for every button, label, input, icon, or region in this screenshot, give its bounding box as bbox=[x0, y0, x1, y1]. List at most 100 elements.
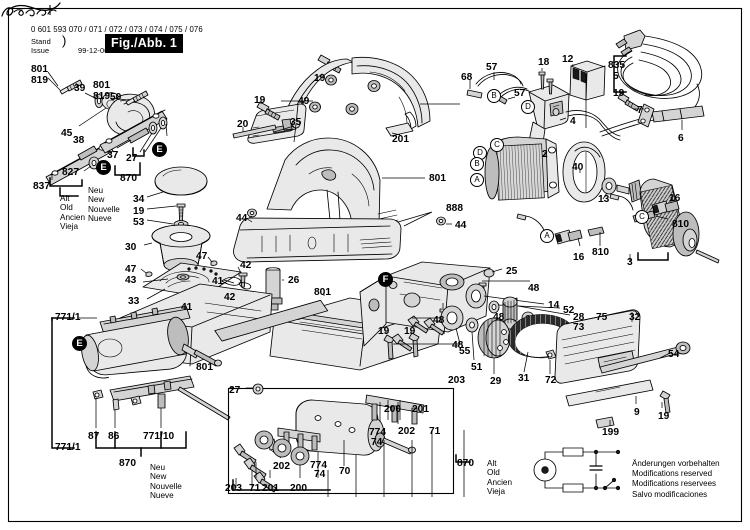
issue-date: 99-12-06 bbox=[78, 46, 109, 55]
callout-801-d: 801 bbox=[314, 287, 331, 298]
vent-888 bbox=[377, 209, 400, 230]
callout-53: 53 bbox=[133, 217, 145, 228]
callout-34: 34 bbox=[133, 194, 145, 205]
bubble-E-1: E bbox=[152, 142, 167, 157]
callout-9: 9 bbox=[634, 407, 640, 418]
callout-52: 52 bbox=[563, 305, 575, 316]
cutter-drum-assembly-new bbox=[231, 383, 425, 493]
callout-72: 72 bbox=[545, 375, 557, 386]
brush-16-810-lower bbox=[516, 213, 605, 247]
callout-48-d: 48 bbox=[452, 340, 464, 351]
callout-40: 40 bbox=[572, 162, 584, 173]
callout-200-b: 200 bbox=[290, 483, 307, 494]
callout-49: 49 bbox=[298, 96, 310, 107]
callout-39: 39 bbox=[74, 83, 86, 94]
callout-199: 199 bbox=[602, 427, 619, 438]
callout-810-b: 810 bbox=[592, 247, 609, 258]
bubble-F-1: F bbox=[378, 272, 393, 287]
callout-50: 50 bbox=[110, 92, 122, 103]
drive-pulley-29 bbox=[477, 317, 511, 374]
issue-label: Issue bbox=[31, 46, 50, 55]
callout-202-b: 202 bbox=[273, 461, 290, 472]
callout-74-b: 74 bbox=[314, 469, 326, 480]
callout-30: 30 bbox=[125, 242, 137, 253]
callout-75: 75 bbox=[596, 312, 608, 323]
callout-774-b: 774 bbox=[310, 460, 327, 471]
callout-819-a: 819 bbox=[31, 75, 48, 86]
brace-glyph: ) bbox=[62, 33, 67, 48]
bubble-E-3: E bbox=[72, 336, 87, 351]
callout-47-b: 47 bbox=[196, 251, 208, 262]
callout-55: 55 bbox=[459, 346, 471, 357]
callout-888: 888 bbox=[446, 203, 463, 214]
callout-203-a: 203 bbox=[448, 375, 465, 386]
bubble-D-1: D bbox=[521, 100, 535, 114]
callout-870-c: 870 bbox=[457, 458, 474, 469]
callout-201-b: 201 bbox=[412, 404, 429, 415]
bubble-A-2: A bbox=[540, 229, 554, 243]
callout-43: 43 bbox=[125, 275, 137, 286]
callout-801-b: 801 bbox=[93, 80, 110, 91]
callout-54: 54 bbox=[668, 349, 680, 360]
callout-19-e: 19 bbox=[404, 326, 416, 337]
cord-assembly bbox=[599, 29, 705, 137]
part-801-819-left bbox=[59, 79, 83, 95]
figure-tag: Fig./Abb. 1 bbox=[105, 34, 184, 53]
callout-19-b: 19 bbox=[314, 73, 326, 84]
callout-5: 5 bbox=[613, 71, 619, 82]
callout-7: 7 bbox=[637, 105, 643, 116]
callout-25: 25 bbox=[506, 266, 518, 277]
note-alt-old-left: Alt Old Ancien Vieja bbox=[60, 194, 86, 231]
callout-6: 6 bbox=[678, 133, 684, 144]
callout-19-a: 19 bbox=[133, 206, 145, 217]
callout-68: 68 bbox=[461, 72, 473, 83]
ring-40 bbox=[562, 141, 606, 203]
callout-201-c: 201 bbox=[262, 483, 279, 494]
bubble-B-1: B bbox=[487, 89, 501, 103]
cutter-drum-assembly-left bbox=[51, 299, 329, 457]
callout-870-a: 870 bbox=[120, 173, 137, 184]
callout-4: 4 bbox=[570, 116, 576, 127]
callout-801-c: 801 bbox=[429, 173, 446, 184]
callout-801-e: 801 bbox=[196, 362, 213, 373]
stand-label: Stand bbox=[31, 37, 51, 46]
callout-801-a: 801 bbox=[31, 64, 48, 75]
callout-13: 13 bbox=[598, 194, 610, 205]
callout-771-10: 771/10 bbox=[143, 431, 175, 442]
wiring-schematic bbox=[533, 447, 621, 493]
callout-42-a: 42 bbox=[240, 260, 252, 271]
callout-29: 29 bbox=[490, 376, 502, 387]
bubble-E-2: E bbox=[96, 160, 111, 175]
callout-771-1-a: 771/1 bbox=[55, 312, 81, 323]
callout-26: 26 bbox=[288, 275, 300, 286]
callout-32: 32 bbox=[629, 312, 641, 323]
callout-48-b: 48 bbox=[493, 312, 505, 323]
callout-51: 51 bbox=[471, 362, 483, 373]
part-801-819-right bbox=[125, 90, 149, 106]
callout-19-d: 19 bbox=[378, 326, 390, 337]
bubble-C-2: C bbox=[635, 210, 649, 224]
callout-810-a: 810 bbox=[672, 219, 689, 230]
callout-41-a: 41 bbox=[212, 276, 224, 287]
callout-19-g: 19 bbox=[658, 411, 670, 422]
note-alt-old-bottom: Alt Old Ancien Vieja bbox=[487, 459, 513, 496]
callout-819-b: 819 bbox=[93, 91, 110, 102]
callout-202-a: 202 bbox=[398, 426, 415, 437]
callout-12: 12 bbox=[562, 54, 574, 65]
callout-18: 18 bbox=[538, 57, 550, 68]
callout-16-b: 16 bbox=[573, 252, 585, 263]
callout-837: 837 bbox=[33, 181, 50, 192]
knob-assembly bbox=[140, 166, 242, 300]
modifications-reserved-legend: Änderungen vorbehalten Modifications res… bbox=[632, 459, 720, 499]
callout-2: 2 bbox=[542, 149, 548, 160]
armature-3 bbox=[616, 178, 720, 264]
callout-14: 14 bbox=[548, 300, 560, 311]
stator-2 bbox=[478, 136, 560, 201]
callout-87: 87 bbox=[88, 431, 100, 442]
callout-201-a: 201 bbox=[392, 134, 409, 145]
callout-86: 86 bbox=[108, 431, 120, 442]
callout-44-a: 44 bbox=[236, 213, 248, 224]
callout-70: 70 bbox=[339, 466, 351, 477]
callout-45: 45 bbox=[61, 128, 73, 139]
